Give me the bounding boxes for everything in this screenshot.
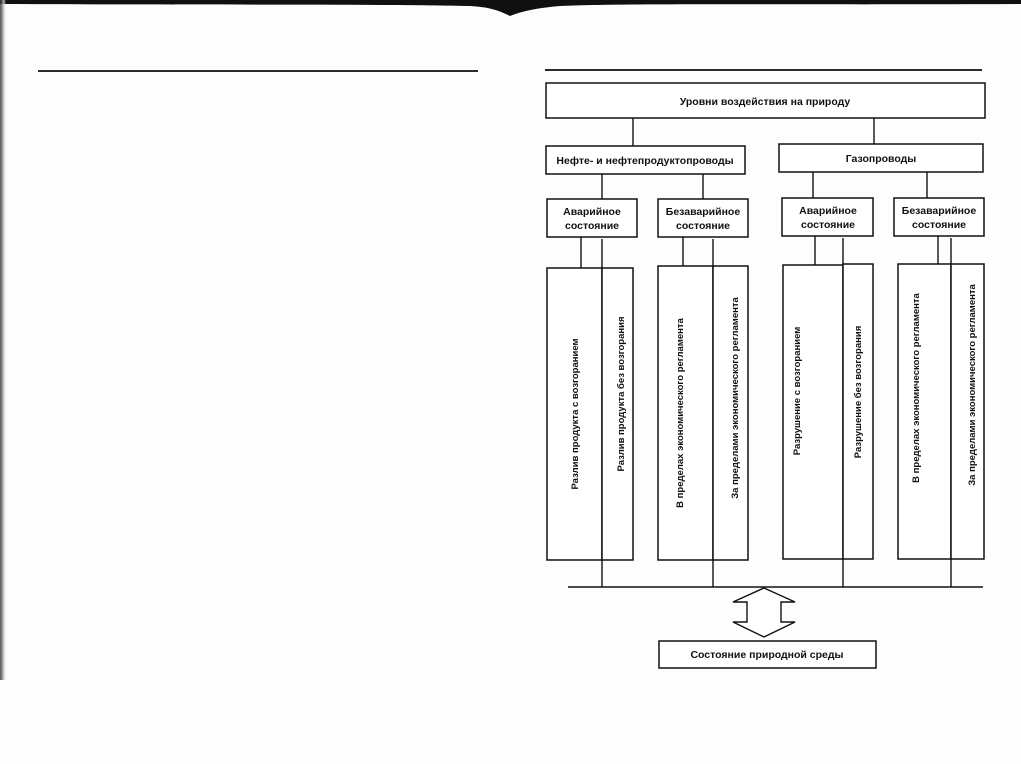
outcome-label: Разрушение без возгорания bbox=[853, 326, 864, 458]
state-oil-normal: Безаварийное состояние bbox=[657, 198, 749, 238]
outcome-box bbox=[657, 265, 714, 561]
root-label: Уровни воздействия на природу bbox=[680, 96, 851, 108]
outcome-gas-beyond-regulation: За пределами экономического регламента bbox=[950, 263, 985, 560]
outcome-label: За пределами экономического регламента bbox=[967, 283, 978, 485]
outcome-gas-within-regulation: В пределах экономического регламента bbox=[897, 263, 952, 560]
outcome-oil-spill-no-fire: Разлив продукта без возгорания bbox=[601, 267, 634, 561]
root-box bbox=[545, 82, 986, 119]
outcome-label: Разрушение с возгоранием bbox=[792, 327, 803, 456]
outcome-oil-spill-fire: Разлив продукта с возгоранием bbox=[546, 267, 603, 561]
result-label: Состояние природной среды bbox=[690, 649, 843, 661]
branch-oil: Нефте- и нефтепродуктопроводы bbox=[545, 145, 746, 175]
gas-pipelines-box bbox=[778, 143, 984, 173]
outcome-box bbox=[842, 263, 874, 560]
state-box bbox=[893, 197, 985, 237]
double-arrow-icon bbox=[732, 587, 796, 638]
outcome-gas-rupture-no-fire: Разрушение без возгорания bbox=[842, 263, 874, 560]
outcome-label: Разлив продукта с возгоранием bbox=[570, 338, 581, 489]
outcome-box bbox=[601, 267, 634, 561]
state-label-line-2: состояние bbox=[801, 219, 855, 231]
outcome-box bbox=[897, 263, 952, 560]
state-label-line-1: Аварийное bbox=[563, 206, 621, 218]
state-gas-emergency: Аварийное состояние bbox=[781, 197, 874, 237]
page-top-shadow bbox=[0, 0, 1021, 16]
outcome-box bbox=[712, 265, 749, 561]
state-label-line-1: Безаварийное bbox=[902, 205, 977, 217]
gas-pipelines-label: Газопроводы bbox=[846, 153, 917, 165]
right-page-rule bbox=[545, 69, 982, 71]
outcome-oil-beyond-regulation: За пределами экономического регламента bbox=[712, 265, 749, 561]
state-box bbox=[781, 197, 874, 237]
left-page-rule bbox=[38, 70, 478, 72]
outcome-gas-rupture-fire: Разрушение с возгоранием bbox=[782, 264, 844, 560]
state-gas-normal: Безаварийное состояние bbox=[893, 197, 985, 237]
outcome-label: В пределах экономического регламента bbox=[911, 292, 922, 482]
oil-pipelines-label: Нефте- и нефтепродуктопроводы bbox=[556, 155, 733, 167]
root-node: Уровни воздействия на природу bbox=[545, 82, 986, 119]
outcome-label: За пределами экономического регламента bbox=[730, 296, 741, 498]
outcome-oil-within-regulation: В пределах экономического регламента bbox=[657, 265, 714, 561]
outcome-box bbox=[546, 267, 603, 561]
state-box bbox=[546, 198, 638, 238]
state-label-line-1: Безаварийное bbox=[666, 206, 741, 218]
page-left-edge bbox=[0, 0, 6, 680]
branch-gas: Газопроводы bbox=[778, 143, 984, 173]
state-label-line-1: Аварийное bbox=[799, 205, 857, 217]
state-box bbox=[657, 198, 749, 238]
result-box bbox=[658, 640, 877, 669]
state-oil-emergency: Аварийное состояние bbox=[546, 198, 638, 238]
state-label-line-2: состояние bbox=[676, 220, 730, 232]
result-node: Состояние природной среды bbox=[658, 640, 877, 669]
state-label-line-2: состояние bbox=[565, 220, 619, 232]
state-label-line-2: состояние bbox=[912, 219, 966, 231]
oil-pipelines-box bbox=[545, 145, 746, 175]
outcome-label: В пределах экономического регламента bbox=[675, 317, 686, 507]
outcome-label: Разлив продукта без возгорания bbox=[616, 316, 627, 471]
outcome-box bbox=[950, 263, 985, 560]
